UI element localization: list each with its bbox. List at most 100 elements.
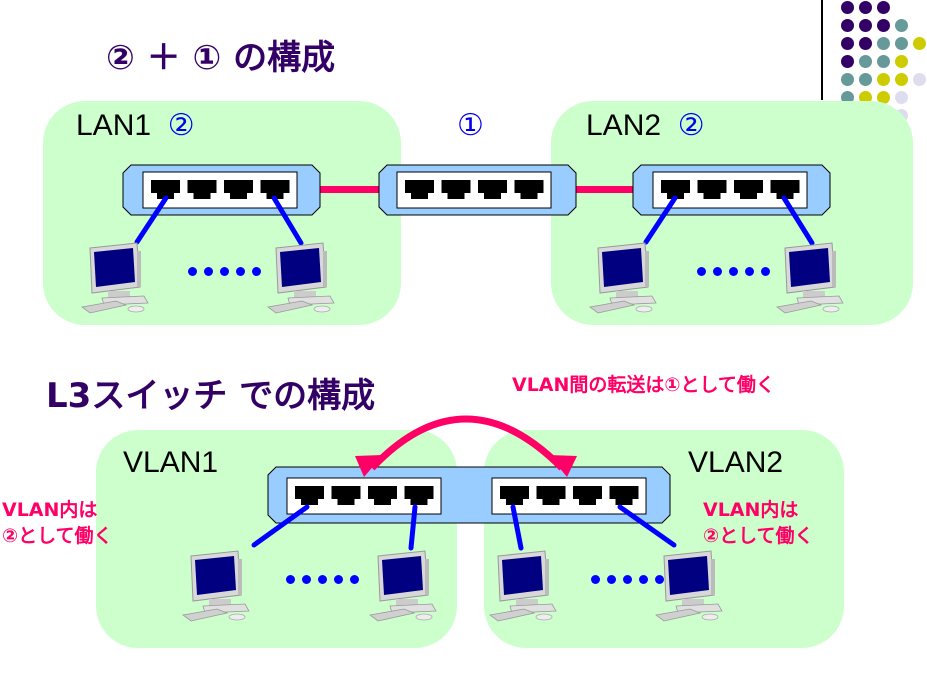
ethernet-port-icon — [661, 180, 690, 199]
lan2-marker: ② — [677, 109, 705, 142]
decorative-dot — [859, 91, 872, 104]
slide-title-bottom: L3スイッチ での構成 — [46, 376, 376, 416]
mouse — [313, 305, 331, 313]
vlan2-label: VLAN2 — [688, 446, 784, 479]
decorative-dot — [859, 37, 872, 50]
intra-vlan-note-left: VLAN内は ②として働く — [2, 499, 113, 547]
decorative-dot — [913, 73, 926, 86]
decorative-dot — [895, 73, 908, 86]
mouse — [415, 613, 433, 621]
decorative-dot — [859, 1, 872, 14]
network-cable — [617, 504, 677, 548]
keyboard — [489, 608, 536, 622]
monitor-stand — [294, 291, 316, 299]
monitor-side — [323, 251, 327, 287]
decorative-dot — [877, 73, 890, 86]
ethernet-port-icon — [187, 180, 217, 199]
ellipsis-dot — [350, 575, 359, 584]
desktop-computer-icon — [81, 242, 149, 314]
vlan1-label: VLAN1 — [123, 446, 219, 479]
ellipsis-dot — [761, 267, 770, 276]
network-cable — [510, 504, 524, 551]
ethernet-port-icon — [536, 486, 566, 505]
decorative-dot — [877, 1, 890, 14]
arrowhead-right — [549, 455, 577, 477]
lan2-switch — [632, 164, 831, 216]
ellipsis-dot — [713, 267, 722, 276]
keyboard — [589, 300, 636, 314]
desktop-computer-icon — [489, 550, 557, 622]
lan1-label: LAN1 ② — [76, 109, 195, 142]
decorative-dot — [895, 19, 908, 32]
monitor-side — [711, 559, 715, 595]
mouse — [822, 305, 840, 313]
keyboard — [182, 608, 229, 622]
decorative-dot — [859, 73, 872, 86]
ellipsis-dot — [607, 575, 616, 584]
ethernet-port-icon — [770, 180, 800, 199]
ellipsis-dot — [697, 267, 706, 276]
monitor-side — [645, 251, 649, 287]
desktop-computer-icon — [182, 550, 250, 622]
ethernet-port-icon — [514, 180, 544, 199]
mouse — [127, 305, 145, 313]
ethernet-port-icon — [734, 180, 763, 199]
ellipsis-dot — [236, 267, 245, 276]
desktop-computer-icon — [776, 242, 844, 314]
intra-vlan-note-right: VLAN内は ②として働く — [703, 499, 814, 547]
ellipsis-dot — [745, 267, 754, 276]
network-cable — [408, 504, 418, 551]
l3-switch — [267, 466, 671, 524]
ellipsis-dot — [252, 267, 261, 276]
ethernet-port-icon — [331, 486, 361, 505]
decorative-dot — [859, 55, 872, 68]
monitor-side — [832, 251, 836, 287]
ellipsis-dots-vlan2 — [591, 575, 664, 584]
ethernet-port-icon — [224, 180, 253, 199]
decorative-dot — [859, 19, 872, 32]
monitor-screen — [789, 248, 830, 287]
desktop-computer-icon — [267, 242, 335, 314]
monitor-screen — [668, 556, 709, 595]
mouse — [535, 613, 553, 621]
ellipsis-dot — [334, 575, 343, 584]
center-marker: ① — [457, 109, 484, 142]
decorative-dot — [841, 73, 854, 86]
ellipsis-dot — [286, 575, 295, 584]
desktop-computer-icon — [589, 242, 657, 314]
monitor-screen — [502, 556, 543, 595]
ethernet-port-icon — [260, 180, 290, 199]
lan1-switch — [122, 164, 321, 216]
decorative-dot — [841, 37, 854, 50]
monitor-side — [425, 559, 429, 595]
network-cable — [134, 195, 169, 245]
monitor-stand — [682, 599, 704, 607]
ethernet-port-icon — [295, 486, 324, 505]
center-switch — [378, 164, 577, 216]
monitor-side — [238, 559, 242, 595]
ethernet-port-icon — [478, 180, 507, 199]
lan1-marker: ② — [167, 109, 195, 142]
ellipsis-dot — [623, 575, 632, 584]
monitor-screen — [382, 556, 423, 595]
decorative-dot — [877, 55, 890, 68]
monitor-side — [137, 251, 141, 287]
ellipsis-dots-lan1 — [188, 267, 261, 276]
keyboard — [776, 300, 823, 314]
monitor-stand — [516, 599, 538, 607]
ellipsis-dot — [639, 575, 648, 584]
keyboard — [369, 608, 416, 622]
desktop-computer-icon — [655, 550, 723, 622]
network-cable — [251, 504, 310, 548]
ellipsis-dots-vlan1 — [286, 575, 359, 584]
monitor-stand — [396, 599, 418, 607]
network-cable — [781, 195, 815, 246]
ethernet-port-icon — [405, 180, 434, 199]
decorative-dot — [841, 19, 854, 32]
keyboard — [81, 300, 128, 314]
decorative-dot — [877, 37, 890, 50]
ellipsis-dot — [188, 267, 197, 276]
switch-link-right — [573, 186, 635, 193]
ellipsis-dot — [220, 267, 229, 276]
